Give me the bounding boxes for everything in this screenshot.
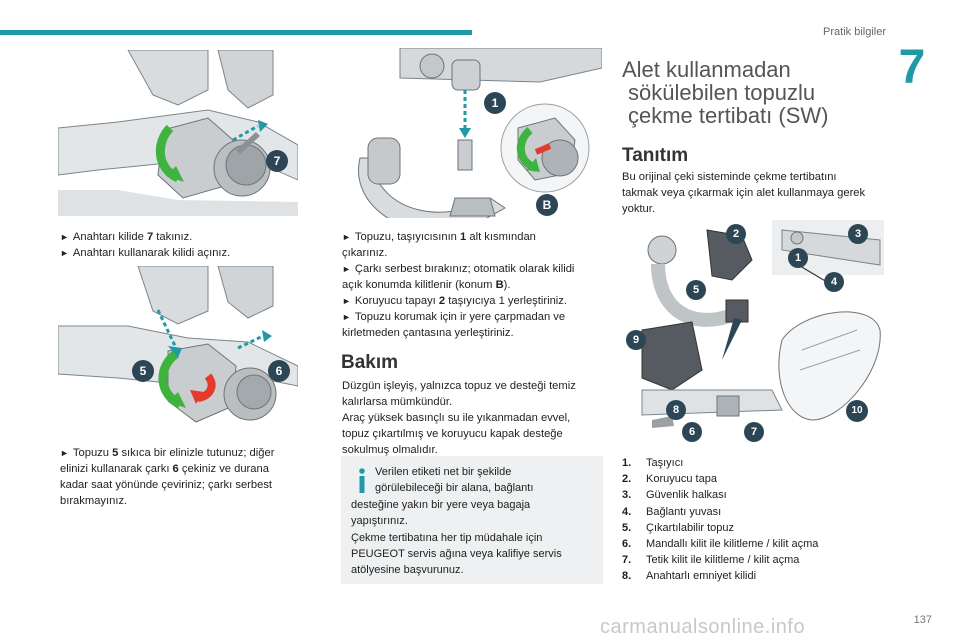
caption-line: ►Koruyucu tapayı 2 taşıyıcıya 1 yerleşti… [342, 295, 567, 307]
caption-line: açık konumda kilitlenir (konum B). [342, 279, 511, 291]
info-icon [359, 468, 365, 493]
section-title: Alet kullanmadan sökülebilen topuzlu çek… [622, 58, 882, 127]
maintenance-line: Araç yüksek basınçlı su ile yıkanmadan e… [342, 412, 571, 424]
legend-item: 5.Çıkartılabilir topuz [622, 521, 735, 534]
caption-key-steps: ►Anahtarı kilide 7 takınız. ►Anahtarı ku… [60, 229, 310, 261]
intro-text: Bu orijinal çeki sisteminde çekme tertib… [622, 169, 887, 217]
caption-line: kirletmeden çantasına yerleştiriniz. [342, 327, 514, 339]
header-section-title: Pratik bilgiler [823, 26, 886, 38]
info-line: görülebileceği bir alana, bağlantı [375, 482, 534, 495]
badge-2: 2 [726, 224, 746, 244]
legend-item: 8.Anahtarlı emniyet kilidi [622, 570, 757, 583]
badge-6: 6 [682, 422, 702, 442]
section-title-line: çekme tertibatı (SW) [628, 103, 829, 128]
component-legend: 1.Taşıyıcı 2.Koruyucu tapa 3.Güvenlik ha… [622, 455, 882, 585]
info-line: Verilen etiketi net bir şekilde [375, 466, 512, 478]
caption-line: ►Topuzu korumak için ir yere çarpmadan v… [342, 311, 566, 323]
maintenance-line: topuz çıkartılmış ve koruyucu kapak dest… [342, 428, 563, 440]
legend-item: 6.Mandallı kilit ile kilitleme / kilit a… [622, 538, 819, 551]
legend-item: 7.Tetik kilit ile kilitleme / kilit açma [622, 554, 800, 567]
caption-line: ►Anahtarı kullanarak kilidi açınız. [60, 247, 231, 259]
badge-9: 9 [626, 330, 646, 350]
illustration-knob-release: 5 6 [58, 266, 298, 436]
caption-line: ►Çarkı serbest bırakınız; otomatik olara… [342, 263, 575, 275]
illustration-towbar-components: 2 1 3 4 5 9 8 6 7 10 [622, 220, 884, 445]
badge-7: 7 [266, 150, 288, 172]
caption-line: ►Topuzu 5 sıkıca bir elinizle tutunuz; d… [60, 447, 275, 459]
maintenance-line: kalırlarsa mümkündür. [342, 396, 453, 408]
caption-line: çıkarınız. [342, 247, 388, 259]
info-line: PEUGEOT servis ağına veya kalifiye servi… [351, 548, 562, 561]
caption-removal-steps: ►Topuzu, taşıyıcısının 1 alt kısmından ç… [342, 229, 604, 341]
info-line: desteğine yakın bir yere veya bagaja [351, 498, 531, 511]
badge-5: 5 [132, 360, 154, 382]
caption-line: ►Topuzu, taşıyıcısının 1 alt kısmından [342, 231, 536, 243]
badge-1: 1 [484, 92, 506, 114]
badge-1: 1 [788, 248, 808, 268]
intro-heading: Tanıtım [622, 145, 689, 166]
section-title-line: sökülebilen topuzlu [628, 80, 816, 105]
legend-item: 1.Taşıyıcı [622, 457, 684, 469]
badge-B: B [536, 194, 558, 216]
badge-6: 6 [268, 360, 290, 382]
info-line: Çekme tertibatına her tip müdahale için [351, 531, 543, 544]
legend-item: 4.Bağlantı yuvası [622, 505, 722, 518]
caption-knob-steps: ►Topuzu 5 sıkıca bir elinizle tutunuz; d… [60, 445, 320, 509]
intro-line: Bu orijinal çeki sisteminde çekme tertib… [622, 171, 837, 183]
legend-item: 3.Güvenlik halkası [622, 489, 727, 502]
maintenance-heading: Bakım [341, 352, 399, 373]
section-title-line: Alet kullanmadan [622, 57, 791, 82]
badge-8: 8 [666, 400, 686, 420]
chapter-number: 7 [898, 41, 926, 94]
illustration-knob-removal: 1 B [340, 48, 602, 218]
maintenance-text: Düzgün işleyiş, yalnızca topuz ve desteğ… [342, 378, 604, 458]
header-accent-bar [0, 30, 472, 35]
badge-5: 5 [686, 280, 706, 300]
info-line: yapıştırınız. [351, 515, 408, 528]
caption-line: bırakmayınız. [60, 495, 128, 507]
maintenance-line: sokulmuş olmalıdır. [342, 444, 438, 456]
caption-line: kadar saat yönünde çeviriniz; çarkı serb… [60, 479, 273, 491]
watermark: carmanualsonline.info [600, 616, 806, 638]
page-number: 137 [913, 614, 932, 626]
info-box: Verilen etiketi net bir şekilde görülebi… [341, 456, 603, 584]
badge-7: 7 [744, 422, 764, 442]
legend-item: 2.Koruyucu tapa [622, 473, 717, 486]
maintenance-line: Düzgün işleyiş, yalnızca topuz ve desteğ… [342, 380, 576, 392]
badge-10: 10 [846, 400, 868, 422]
illustration-key-insert: 7 [58, 50, 298, 216]
intro-line: takmak veya çıkarmak için alet kullanmay… [622, 187, 866, 199]
caption-line: elinizi kullanarak çarkı 6 çekiniz ve du… [60, 463, 269, 475]
intro-line: yoktur. [622, 203, 655, 215]
badge-4: 4 [824, 272, 844, 292]
badge-3: 3 [848, 224, 868, 244]
caption-line: ►Anahtarı kilide 7 takınız. [60, 231, 193, 243]
info-line: atölyesine başvurunuz. [351, 564, 464, 577]
